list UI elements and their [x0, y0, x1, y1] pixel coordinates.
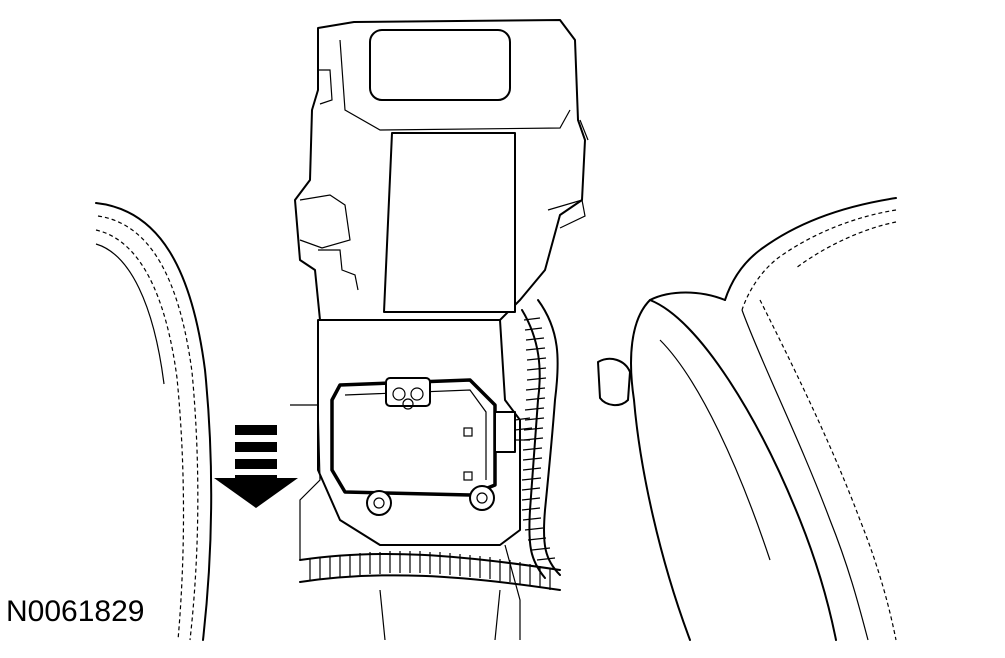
retaining-strap — [383, 132, 516, 313]
side-connector — [494, 411, 516, 453]
wiring-harness-right — [521, 299, 561, 579]
left-seat — [95, 202, 213, 641]
figure-reference-code: N0061829 — [6, 595, 145, 628]
console-lid-recess — [369, 29, 511, 101]
right-seat — [597, 197, 897, 641]
module-unit — [330, 377, 533, 516]
wiring-harness-lower — [299, 551, 561, 591]
mounting-nut-left — [366, 490, 392, 516]
module-connector — [385, 377, 431, 407]
down-arrow-icon — [214, 425, 298, 508]
mounting-nut-right — [469, 485, 495, 511]
